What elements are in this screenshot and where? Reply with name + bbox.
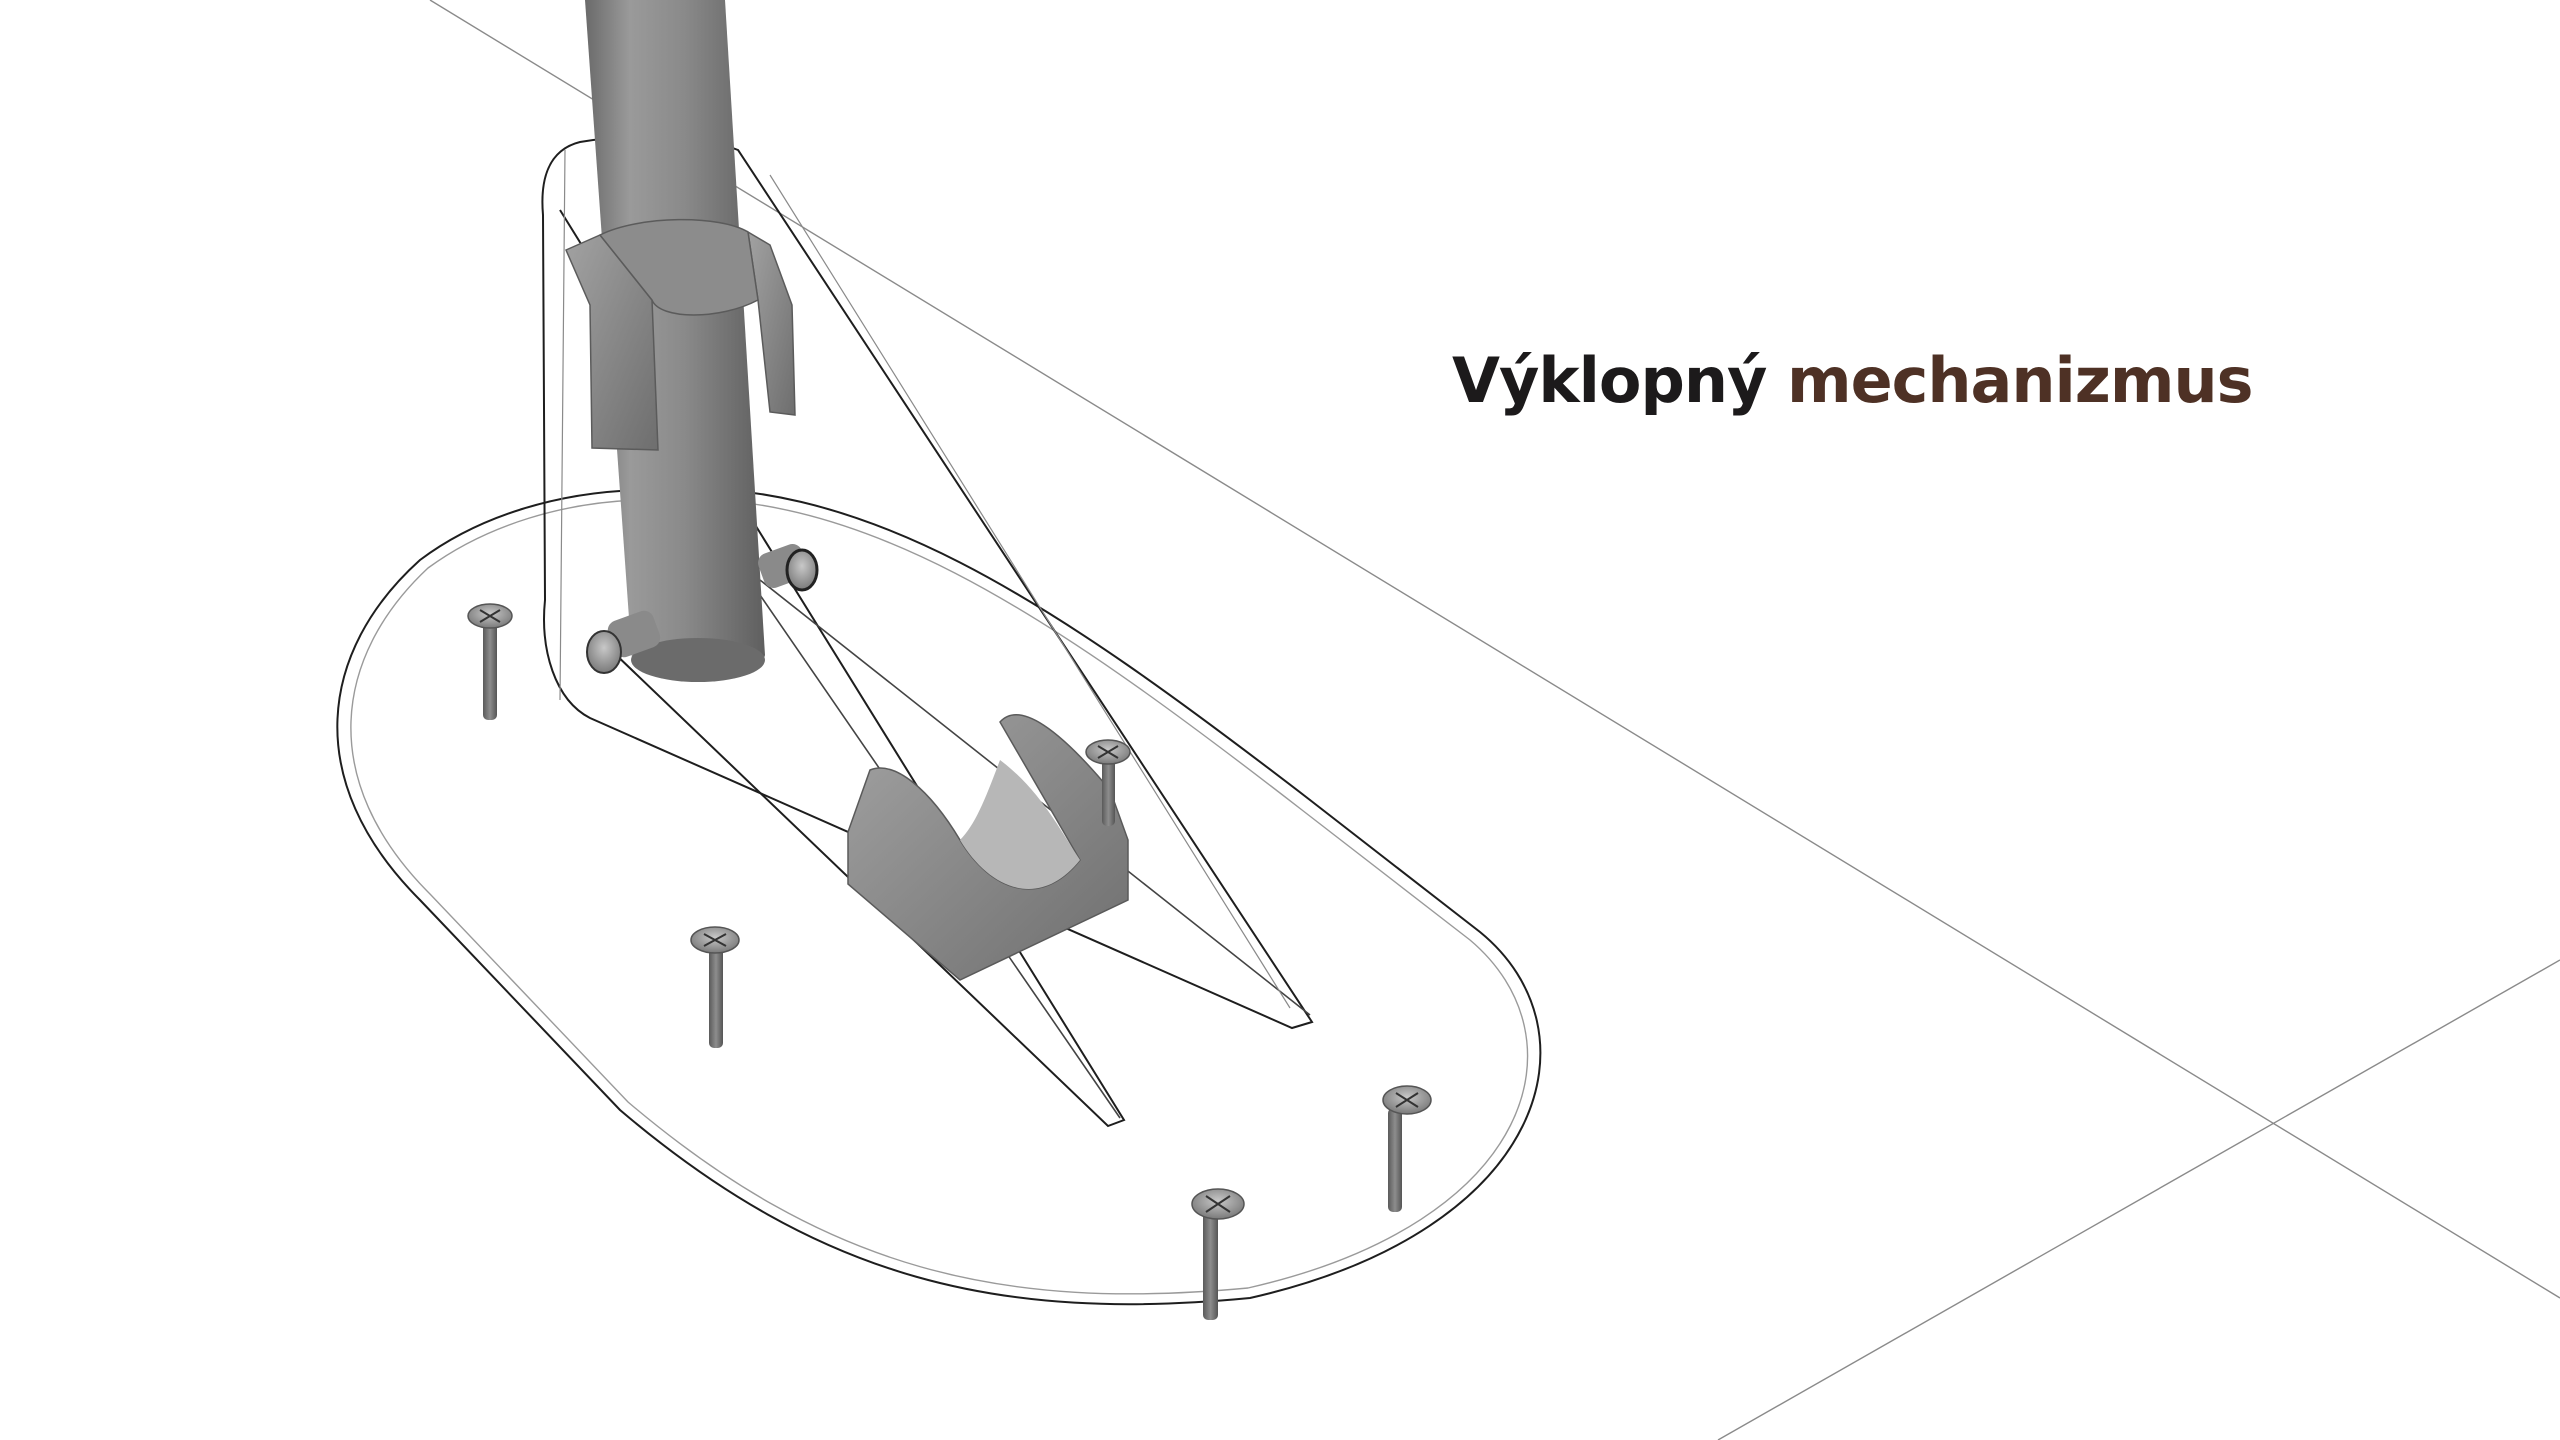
screw-4 <box>1382 1085 1432 1212</box>
screw-5 <box>1191 1188 1245 1320</box>
tilting-frame-back-edge <box>559 149 1291 1009</box>
title-word-1: Výklopný <box>1452 344 1767 417</box>
post-tube <box>585 0 765 682</box>
post-tube-body <box>585 0 765 679</box>
diagram-title: Výklopný mechanizmus <box>1452 350 2254 412</box>
screws <box>467 603 1432 1320</box>
clamp-right-wing <box>747 230 796 416</box>
tube-rest-cradle <box>847 714 1129 981</box>
screw-1 <box>467 603 513 720</box>
title-word-2: mechanizmus <box>1787 344 2254 417</box>
ground-lines <box>429 0 2560 1440</box>
hinge-pin-left <box>586 610 661 674</box>
base-plate-edge <box>350 497 1529 1295</box>
tube-clamp-bracket <box>565 218 796 451</box>
hinge-pin-right <box>758 544 819 592</box>
base-plate-outline <box>336 486 1542 1306</box>
hinge-pins <box>586 544 819 674</box>
cradle-groove <box>960 760 1080 889</box>
ground-line-cross <box>1717 959 2560 1440</box>
clamp-collar <box>598 218 759 316</box>
ground-line-main <box>429 0 2560 1299</box>
screw-3 <box>690 926 740 1048</box>
post-tube-bottom <box>631 638 765 682</box>
base-plate <box>336 486 1542 1306</box>
screw-2 <box>1085 739 1131 826</box>
